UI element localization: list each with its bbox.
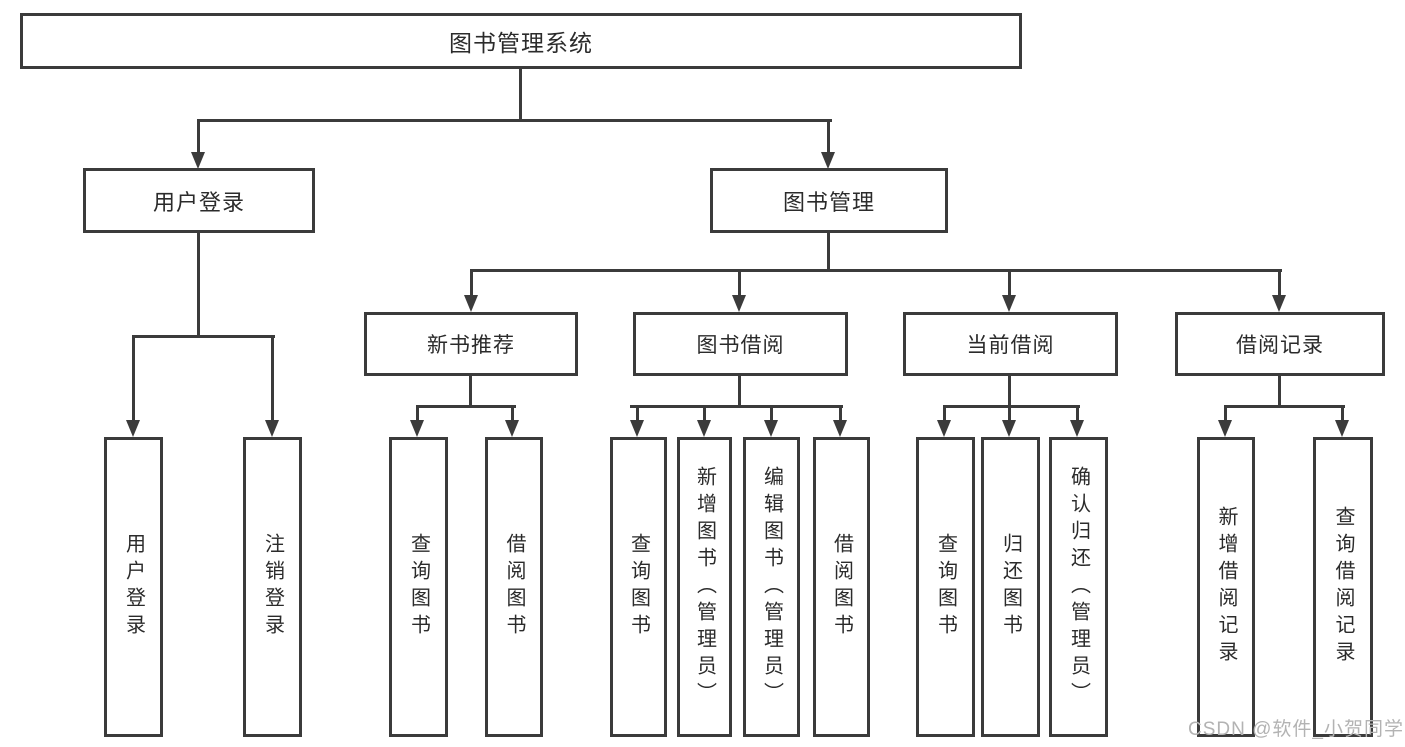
connector-line bbox=[827, 119, 830, 156]
leaf-label: 归还图书 bbox=[999, 533, 1022, 641]
leaf-label: 借阅图书 bbox=[830, 533, 853, 641]
leaf-label: 查询图书 bbox=[934, 533, 957, 641]
arrowhead-down bbox=[505, 420, 519, 437]
connector-line bbox=[827, 233, 830, 271]
connector-line bbox=[416, 405, 516, 408]
connector-line bbox=[416, 405, 419, 423]
connector-line bbox=[132, 335, 275, 338]
connector-line bbox=[738, 269, 741, 298]
connector-line bbox=[1224, 405, 1227, 423]
arrowhead-down bbox=[630, 420, 644, 437]
connector-line bbox=[738, 376, 741, 407]
arrowhead-down bbox=[821, 152, 835, 169]
leaf-label: 注销登录 bbox=[261, 533, 284, 641]
leaf-label: 查询借阅记录 bbox=[1332, 506, 1354, 668]
connector-line bbox=[1278, 376, 1281, 407]
leaf-confirm-return-admin: 确认归还（管理员） bbox=[1049, 437, 1108, 737]
leaf-return-books: 归还图书 bbox=[981, 437, 1040, 737]
node-borrowing-records: 借阅记录 bbox=[1175, 312, 1385, 376]
connector-line bbox=[943, 405, 1080, 408]
arrowhead-down bbox=[1070, 420, 1084, 437]
connector-line bbox=[470, 269, 1282, 272]
leaf-label: 查询图书 bbox=[627, 533, 650, 641]
connector-line bbox=[271, 335, 274, 423]
leaf-label: 新增图书（管理员） bbox=[693, 465, 716, 709]
leaf-label: 查询图书 bbox=[407, 533, 430, 641]
arrowhead-down bbox=[1218, 420, 1232, 437]
leaf-add-borrow-record: 新增借阅记录 bbox=[1197, 437, 1255, 737]
leaf-borrow-books-borrowing: 借阅图书 bbox=[813, 437, 870, 737]
arrowhead-down bbox=[732, 295, 746, 312]
connector-line bbox=[1008, 376, 1011, 407]
leaf-logout: 注销登录 bbox=[243, 437, 302, 737]
leaf-label: 确认归还（管理员） bbox=[1067, 465, 1090, 709]
connector-line bbox=[1278, 269, 1281, 298]
connector-line bbox=[198, 119, 832, 122]
connector-line bbox=[1008, 269, 1011, 298]
connector-line bbox=[1076, 405, 1079, 423]
arrowhead-down bbox=[410, 420, 424, 437]
connector-line bbox=[197, 233, 200, 336]
arrowhead-down bbox=[697, 420, 711, 437]
csdn-watermark: CSDN @软件_小贺同学 bbox=[1188, 719, 1404, 740]
connector-line bbox=[511, 405, 514, 423]
connector-line bbox=[703, 405, 706, 423]
leaf-query-books-current: 查询图书 bbox=[916, 437, 975, 737]
leaf-query-books-newbook: 查询图书 bbox=[389, 437, 448, 737]
leaf-label: 借阅图书 bbox=[503, 533, 525, 641]
connector-line bbox=[770, 405, 773, 423]
connector-line bbox=[1341, 405, 1344, 423]
arrowhead-down bbox=[1002, 295, 1016, 312]
connector-line bbox=[469, 376, 472, 407]
leaf-user-login: 用户登录 bbox=[104, 437, 163, 737]
node-current-borrowing: 当前借阅 bbox=[903, 312, 1118, 376]
arrowhead-down bbox=[764, 420, 778, 437]
node-user-login: 用户登录 bbox=[83, 168, 315, 233]
node-book-management: 图书管理 bbox=[710, 168, 948, 233]
leaf-borrow-books-newbook: 借阅图书 bbox=[485, 437, 543, 737]
node-new-book-recommendation: 新书推荐 bbox=[364, 312, 578, 376]
leaf-query-books-borrowing: 查询图书 bbox=[610, 437, 667, 737]
arrowhead-down bbox=[265, 420, 279, 437]
connector-line bbox=[1224, 405, 1345, 408]
connector-line bbox=[470, 269, 473, 298]
arrowhead-down bbox=[1002, 420, 1016, 437]
connector-line bbox=[943, 405, 946, 423]
leaf-query-borrow-record: 查询借阅记录 bbox=[1313, 437, 1373, 737]
node-library-management-system: 图书管理系统 bbox=[20, 13, 1022, 69]
connector-line bbox=[630, 405, 843, 408]
leaf-label: 用户登录 bbox=[122, 533, 145, 641]
connector-line bbox=[197, 119, 200, 156]
leaf-label: 新增借阅记录 bbox=[1215, 506, 1237, 668]
arrowhead-down bbox=[937, 420, 951, 437]
connector-line bbox=[519, 69, 522, 120]
node-book-borrowing: 图书借阅 bbox=[633, 312, 848, 376]
arrowhead-down bbox=[126, 420, 140, 437]
connector-line bbox=[132, 335, 135, 423]
arrowhead-down bbox=[833, 420, 847, 437]
leaf-label: 编辑图书（管理员） bbox=[760, 465, 783, 709]
connector-line bbox=[839, 405, 842, 423]
arrowhead-down bbox=[1335, 420, 1349, 437]
leaf-add-books-admin: 新增图书（管理员） bbox=[677, 437, 732, 737]
connector-line bbox=[1008, 405, 1011, 423]
connector-line bbox=[636, 405, 639, 423]
leaf-edit-books-admin: 编辑图书（管理员） bbox=[743, 437, 800, 737]
arrowhead-down bbox=[464, 295, 478, 312]
arrowhead-down bbox=[1272, 295, 1286, 312]
arrowhead-down bbox=[191, 152, 205, 169]
